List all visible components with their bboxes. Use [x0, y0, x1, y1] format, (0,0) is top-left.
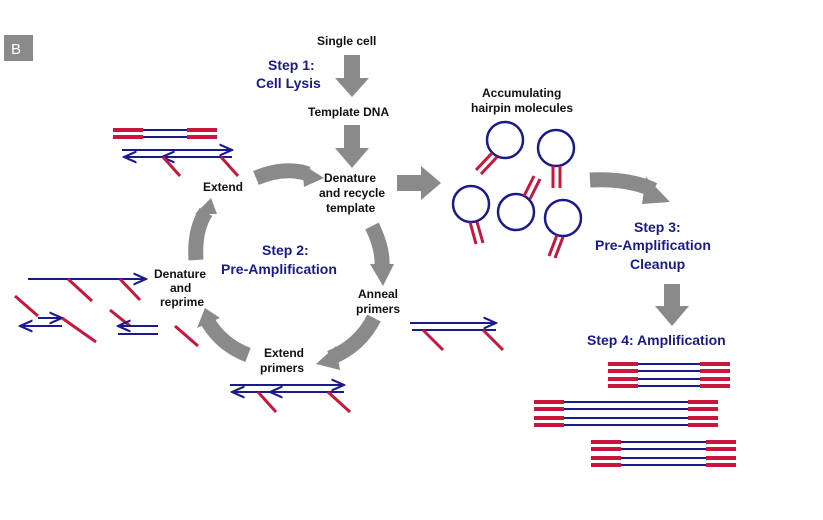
hairpin-1 [474, 120, 525, 176]
cycle-arrowheads [195, 164, 394, 370]
reprime-label: reprime [160, 295, 204, 309]
arrow-to-anneal [365, 222, 390, 267]
denature-reprime-label: Denature [154, 267, 206, 281]
amplicon-group-1 [608, 362, 730, 388]
template-label: template [326, 201, 376, 215]
hairpin-molecules-label: hairpin molecules [471, 101, 573, 115]
step4-title: Step 4: Amplification [587, 332, 726, 348]
panel-label: B [11, 41, 21, 58]
single-cell-label: Single cell [317, 34, 376, 48]
extend-primers-label: Extend [264, 346, 304, 360]
extend-primers-label-2: primers [260, 361, 304, 375]
primers-label: primers [356, 302, 400, 316]
step2-subtitle: Pre-Amplification [221, 261, 337, 277]
step3-subtitle: Pre-Amplification [595, 237, 711, 253]
arrow-to-denature-reprime [201, 317, 251, 362]
arrow-to-cleanup [589, 172, 670, 204]
strands-extend [113, 128, 240, 178]
arrow-lysis [335, 55, 369, 97]
amplified-products [534, 362, 736, 467]
template-dna-label: Template DNA [308, 105, 389, 119]
amplicon-group-3 [591, 440, 736, 467]
hairpin-4 [496, 175, 542, 232]
denature-label: Denature [324, 171, 376, 185]
and-label: and [170, 281, 191, 295]
arrow-to-extend [188, 207, 213, 261]
arrow-extend-to-denature [253, 163, 311, 185]
strands-reprime [14, 279, 199, 348]
step1-subtitle: Cell Lysis [256, 75, 321, 91]
arrow-to-amplification [655, 284, 689, 326]
arrow-to-hairpins [397, 166, 441, 200]
arrow-denature [335, 125, 369, 168]
hairpin-molecules [451, 120, 583, 259]
step1-title: Step 1: [268, 57, 315, 73]
amplicon-group-2 [534, 400, 718, 427]
step3-title: Step 3: [634, 219, 681, 235]
hairpin-2 [536, 128, 576, 188]
panel-badge [4, 35, 33, 61]
anneal-label: Anneal [358, 287, 398, 301]
step2-title: Step 2: [262, 242, 309, 258]
recycle-label: and recycle [319, 186, 385, 200]
hairpin-3 [451, 184, 491, 245]
accumulating-label: Accumulating [482, 86, 561, 100]
step3-subtitle-2: Cleanup [630, 256, 685, 272]
strands-extend-primers [230, 385, 352, 414]
hairpin-5 [543, 198, 583, 259]
strands-anneal [410, 323, 505, 352]
extend-label: Extend [203, 180, 243, 194]
